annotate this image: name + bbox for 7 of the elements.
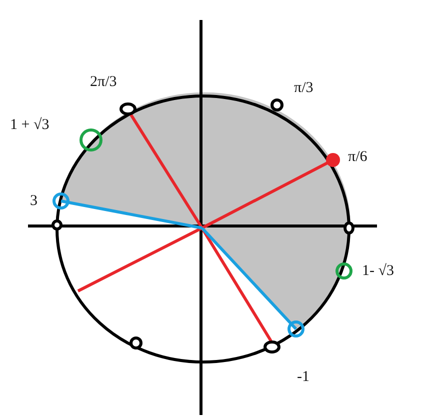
- angle-label: 3: [30, 194, 38, 209]
- angle-label: 1 + √3: [10, 118, 50, 133]
- angle-label: 2π/3: [90, 75, 117, 90]
- angle-label: 1- √3: [362, 264, 394, 279]
- angle-label: -1: [297, 370, 310, 385]
- angle-label: π/6: [348, 150, 368, 165]
- angle-label: π/3: [294, 81, 314, 96]
